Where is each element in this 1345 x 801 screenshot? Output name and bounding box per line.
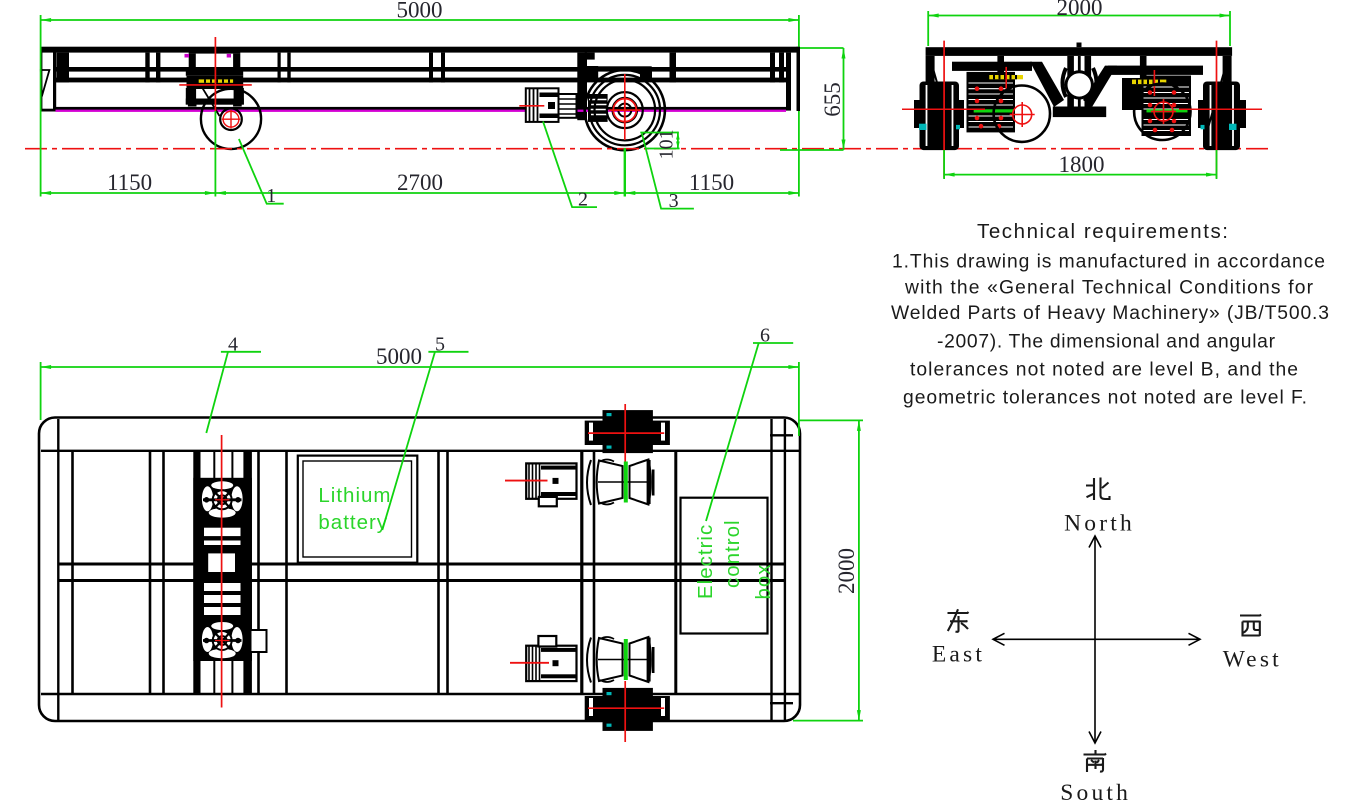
svg-text:5: 5	[435, 333, 445, 355]
svg-text:655: 655	[820, 82, 845, 117]
svg-text:North: North	[1064, 511, 1135, 537]
svg-text:2000: 2000	[834, 548, 859, 594]
svg-text:box: box	[752, 563, 775, 599]
svg-text:Electric: Electric	[694, 524, 717, 599]
svg-text:1: 1	[266, 185, 276, 207]
svg-text:geometric tolerances not no: geometric tolerances not noted are level…	[903, 388, 1307, 409]
svg-text:4: 4	[228, 333, 238, 355]
svg-text:2: 2	[578, 189, 588, 211]
svg-text:2700: 2700	[397, 170, 443, 195]
svg-text:East: East	[932, 642, 985, 668]
svg-text:tolerances not noted are l: tolerances not noted are level B, and th…	[910, 360, 1298, 381]
svg-text:-2007). The dimensional and: -2007). The dimensional and angular	[937, 332, 1276, 353]
svg-text:2000: 2000	[1057, 0, 1103, 20]
svg-text:3: 3	[669, 190, 679, 212]
svg-text:control: control	[721, 519, 744, 588]
svg-text:6: 6	[760, 325, 770, 347]
svg-text:South: South	[1060, 780, 1131, 801]
svg-text:1800: 1800	[1059, 152, 1105, 177]
svg-text:battery: battery	[318, 511, 388, 534]
svg-text:1.This drawing is manufactu: 1.This drawing is manufactured in accord…	[892, 252, 1325, 273]
svg-text:1150: 1150	[107, 170, 152, 195]
svg-text:5000: 5000	[397, 0, 443, 23]
svg-text:Welded Parts of Heavy Mach: Welded Parts of Heavy Machinery» (JB/T50…	[891, 303, 1329, 324]
svg-text:Technical requirements:: Technical requirements:	[977, 220, 1228, 243]
svg-text:1150: 1150	[689, 170, 734, 195]
svg-text:West: West	[1223, 647, 1282, 673]
svg-text:101: 101	[656, 129, 678, 159]
svg-text:with the «General Technical: with the «General Technical Conditions f…	[904, 278, 1314, 299]
svg-text:5000: 5000	[376, 344, 422, 369]
svg-text:Lithium: Lithium	[318, 484, 391, 507]
